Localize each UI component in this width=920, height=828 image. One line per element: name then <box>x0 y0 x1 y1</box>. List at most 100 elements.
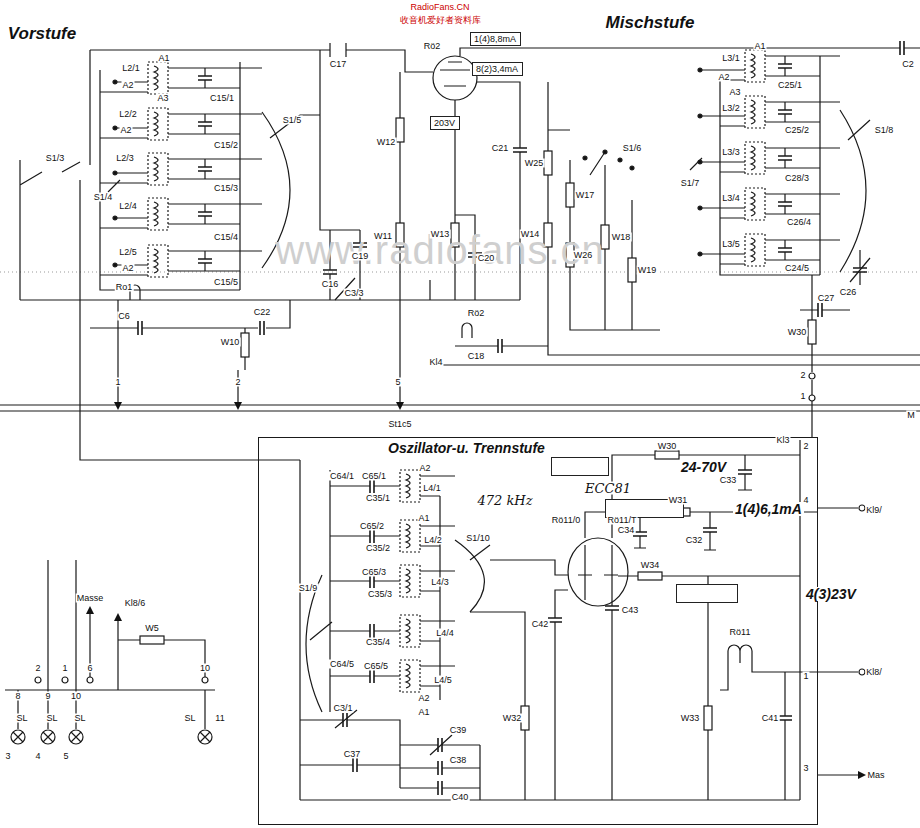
part-label: 1 <box>61 664 68 673</box>
part-label: C41 <box>761 714 780 723</box>
handwritten-note: ECC81 <box>584 482 632 495</box>
wiring-use <box>603 150 607 154</box>
part-label: S1/9 <box>298 584 319 593</box>
wiring-use <box>566 183 574 207</box>
wiring-use <box>618 158 622 162</box>
wiring-use <box>113 216 117 220</box>
wiring-use <box>630 166 634 170</box>
part-label: C17 <box>329 60 348 69</box>
part-label: C38 <box>449 756 468 765</box>
part-label: W31 <box>668 496 689 505</box>
part-label: W19 <box>637 266 658 275</box>
section-heading: Mischstufe <box>605 14 696 31</box>
wiring-use <box>605 606 619 610</box>
part-label: Kl8/ <box>865 668 883 677</box>
wiring-use <box>513 148 527 152</box>
part-label: C2 <box>901 60 915 69</box>
wiring-use <box>370 624 374 638</box>
part-label: 9 <box>44 692 51 701</box>
wiring-path <box>0 271 920 272</box>
part-label: C39 <box>449 726 468 735</box>
node-text: 24-70V <box>679 460 728 474</box>
wiring-use <box>198 122 212 126</box>
part-label: Rö11 <box>729 628 752 637</box>
part-label: 10 <box>70 692 82 701</box>
part-label: Kl4 <box>428 358 443 367</box>
wiring-ellipse <box>568 538 628 606</box>
wiring-use <box>198 167 212 171</box>
wiring-use <box>400 615 420 647</box>
wiring-use <box>323 270 337 274</box>
part-label: 5 <box>62 752 69 761</box>
part-label: A1 <box>753 42 766 51</box>
part-label: L3/2 <box>721 104 741 113</box>
part-label: Kl3 <box>775 436 790 445</box>
part-label: A2 <box>417 694 430 703</box>
wiring-use <box>370 529 374 543</box>
wiring-use <box>583 156 587 160</box>
wiring-use <box>900 41 904 55</box>
wiring-use <box>778 248 792 252</box>
part-label: W30 <box>657 442 678 451</box>
part-label: A2 <box>418 464 431 473</box>
wiring-use <box>853 268 867 272</box>
wiring-use <box>148 198 168 230</box>
part-label: C35/4 <box>365 638 391 647</box>
wiring-use <box>778 202 792 206</box>
part-label: 2 <box>34 664 41 673</box>
wiring-use <box>698 114 702 118</box>
part-label: Rö11/T <box>607 516 638 525</box>
wiring-g <box>86 402 866 779</box>
part-label: 11 <box>214 714 225 723</box>
measurement-box: 24-70V <box>551 457 609 476</box>
part-label: W12 <box>376 138 397 147</box>
part-label: C28/3 <box>784 174 810 183</box>
wiring-path <box>800 48 920 437</box>
wiring-path <box>20 285 430 402</box>
part-label: Rö2 <box>423 42 442 51</box>
part-label: W17 <box>575 191 596 200</box>
wiring-use <box>35 677 41 683</box>
part-label: C22 <box>253 308 272 317</box>
part-label: W13 <box>430 230 451 239</box>
part-label: W14 <box>520 230 541 239</box>
part-label: A1 <box>157 54 170 63</box>
part-label: St1c5 <box>387 420 412 429</box>
part-label: C35/1 <box>365 494 391 503</box>
wiring-use <box>703 528 717 532</box>
wiring-use <box>548 618 562 622</box>
measurement-box: 203V <box>430 116 460 130</box>
wiring-use <box>698 252 702 256</box>
part-label: W34 <box>640 561 661 570</box>
part-label: C15/2 <box>213 141 239 150</box>
wiring-use <box>809 395 815 401</box>
part-label: 8 <box>14 692 21 701</box>
part-label: Rö2 <box>467 309 486 318</box>
part-label: 3 <box>4 752 11 761</box>
wiring-path <box>306 470 568 712</box>
wiring-use <box>438 781 442 795</box>
part-label: C35/3 <box>367 590 393 599</box>
part-label: L4/4 <box>435 629 455 638</box>
part-label: W5 <box>144 624 160 633</box>
part-label: 4 <box>34 752 41 761</box>
part-label: C18 <box>467 352 486 361</box>
wiring-use <box>738 470 752 474</box>
wiring-use <box>400 565 420 597</box>
wiring-use <box>62 677 68 683</box>
wiring-path <box>440 48 920 365</box>
wiring-path <box>818 508 858 775</box>
part-label: C33 <box>719 476 738 485</box>
part-label: W11 <box>373 232 393 241</box>
part-label: C65/1 <box>361 472 387 481</box>
wiring-use <box>69 730 83 744</box>
part-label: SL <box>45 714 58 723</box>
wiring-use <box>778 64 792 68</box>
part-label: W33 <box>680 714 701 723</box>
part-label: C16 <box>321 280 340 289</box>
part-label: C3/1 <box>332 704 353 713</box>
watermark: 收音机爱好者资料库 <box>399 16 482 25</box>
wiring-use <box>745 188 765 220</box>
part-label: C42 <box>531 620 550 629</box>
part-label: Kl9/ <box>865 506 883 515</box>
